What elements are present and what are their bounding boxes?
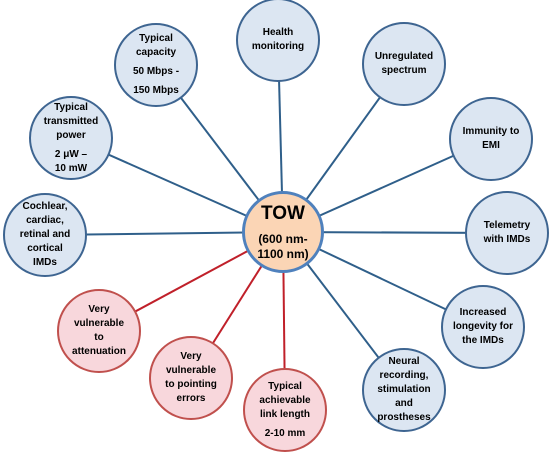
node-text: with IMDs (483, 234, 531, 245)
node-typical-capacity: Typical capacity 50 Mbps - 150 Mbps (114, 23, 198, 107)
center-range-line1: (600 nm- (258, 232, 308, 246)
node-text: Very (180, 351, 202, 362)
node-text: Increased (459, 307, 507, 318)
center-title: TOW (261, 203, 305, 224)
node-text: Immunity to (462, 126, 520, 137)
node-link-length: Typical achievable link length 2-10 mm (243, 368, 327, 452)
node-text: Telemetry (483, 220, 531, 231)
node-health-monitoring: Health monitoring (236, 0, 320, 82)
node-text: Health (262, 27, 294, 38)
node-text: 2 μW – (54, 148, 88, 160)
node-text: EMI (482, 140, 500, 151)
node-text: transmitted (43, 115, 99, 127)
node-text: 50 Mbps - (132, 66, 180, 77)
node-text: power (56, 129, 86, 141)
node-text: 10 mW (54, 162, 88, 174)
node-text: Typical (139, 33, 173, 44)
node-text: stimulation (377, 384, 431, 395)
node-cochlear-imds: Cochlear, cardiac, retinal and cortical … (3, 193, 87, 277)
node-vulnerable-attenuation: Very vulnerable to attenuation (57, 289, 141, 373)
node-text: capacity (135, 47, 177, 58)
node-transmitted-power: Typical transmitted power 2 μW – 10 mW (29, 96, 113, 180)
node-vulnerable-pointing: Very vulnerable to pointing errors (149, 336, 233, 420)
node-text: IMDs (33, 257, 57, 268)
node-text: link length (260, 408, 310, 420)
node-text: to (94, 332, 104, 343)
node-unregulated-spectrum: Unregulated spectrum (362, 22, 446, 106)
node-text: recording, (379, 370, 429, 381)
center-range-line2: 1100 nm) (257, 247, 309, 261)
node-text: and (395, 398, 413, 409)
node-text: to pointing (165, 379, 217, 390)
node-text: attenuation (72, 346, 126, 357)
node-text: Cochlear, (22, 201, 68, 212)
node-text: longevity for (452, 321, 513, 332)
node-text: cardiac, (26, 215, 64, 226)
node-text: achievable (259, 394, 311, 406)
node-text: prostheses (377, 412, 431, 423)
node-text: 2-10 mm (264, 427, 306, 439)
node-text: Typical (268, 380, 302, 392)
node-text: retinal and (19, 229, 71, 240)
node-neural-recording: Neural recording, stimulation and prosth… (362, 348, 446, 432)
node-text: vulnerable (165, 365, 217, 376)
node-text: Very (88, 304, 110, 315)
node-text: the IMDs (462, 335, 504, 346)
node-text: Neural (388, 356, 420, 367)
node-text: monitoring (251, 41, 305, 52)
node-immunity-emi: Immunity to EMI (449, 97, 533, 181)
center-node-tow: TOW (600 nm- 1100 nm) (242, 191, 324, 273)
node-text: cortical (27, 243, 63, 254)
node-text: errors (176, 393, 206, 404)
node-telemetry-imds: Telemetry with IMDs (465, 191, 549, 275)
node-text: 150 Mbps (133, 85, 179, 96)
node-text: Typical (54, 101, 88, 113)
node-text: vulnerable (73, 318, 125, 329)
node-text: spectrum (381, 65, 427, 76)
node-increased-longevity: Increased longevity for the IMDs (441, 285, 525, 369)
node-text: Unregulated (374, 51, 434, 62)
